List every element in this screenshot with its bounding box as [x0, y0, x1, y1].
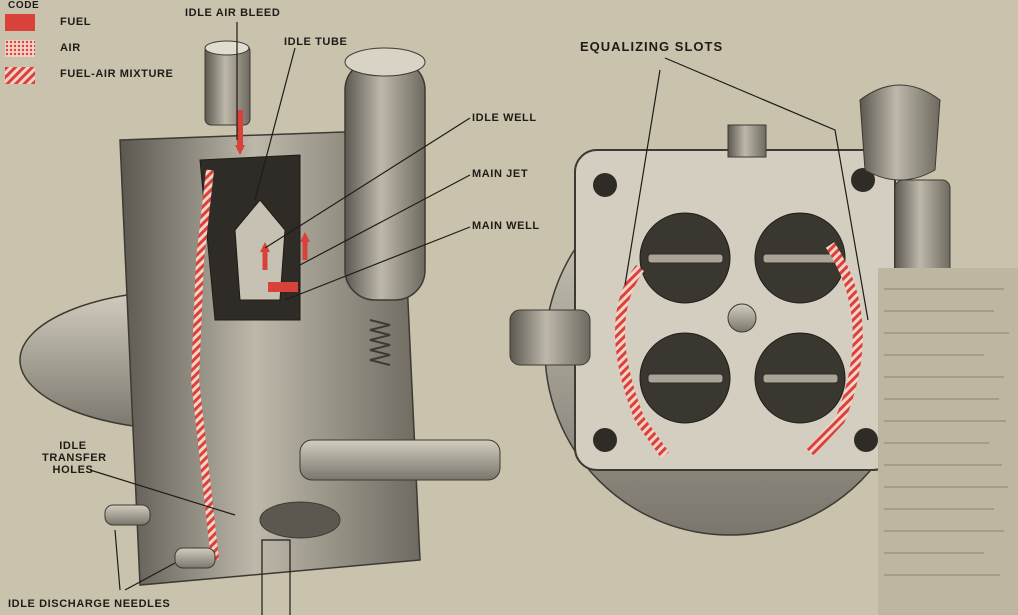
accelerator-pump	[859, 84, 941, 181]
mixture-passage	[190, 169, 219, 561]
center-screw	[727, 303, 757, 333]
equalizing-slots-label: EQUALIZING SLOTS	[580, 39, 724, 54]
idle-air-bleed-label: IDLE AIR BLEED	[185, 7, 281, 19]
spring	[369, 319, 391, 366]
idle-discharge-needle-2	[174, 547, 216, 569]
idle-discharge-needle-1	[104, 504, 151, 526]
leader-equalizing-right	[664, 57, 869, 321]
bolt-hole	[851, 168, 875, 192]
legend-fuel-label: FUEL	[60, 16, 92, 28]
legend-title: CODE	[8, 0, 40, 11]
idle-tube-label: IDLE TUBE	[284, 36, 348, 48]
leader-lines	[89, 22, 869, 615]
main-well-label: MAIN WELL	[472, 220, 540, 232]
leader-discharge-needle-2	[124, 562, 176, 591]
equalizing-slot-right	[806, 242, 863, 456]
right-carburetor	[509, 84, 971, 536]
throttle-linkage	[509, 309, 591, 366]
air-swatch	[5, 40, 35, 57]
equalizing-slot-left	[615, 264, 670, 458]
bolt-hole	[854, 428, 878, 452]
leader-idle-transfer-holes	[89, 469, 236, 516]
throttle-shaft	[299, 439, 501, 481]
leader-idle-tube	[254, 47, 296, 201]
left-carburetor	[19, 40, 501, 586]
legend-air-label: AIR	[60, 42, 81, 54]
leader-bottom	[261, 539, 291, 615]
bolt-hole	[593, 173, 617, 197]
float-bowl-cover	[344, 59, 426, 301]
leader-main-well	[284, 226, 471, 301]
bolt-hole	[593, 428, 617, 452]
fuel-swatch	[5, 14, 35, 31]
top-fitting	[727, 124, 767, 158]
main-jet-fuel	[268, 282, 298, 292]
fuel-air-mixture-swatch	[5, 67, 35, 84]
leader-main-jet	[299, 174, 471, 266]
venturi	[234, 199, 286, 301]
legend-mixture-label: FUEL-AIR MIXTURE	[60, 68, 174, 80]
idle-discharge-needles-label: IDLE DISCHARGE NEEDLES	[8, 598, 171, 610]
leader-discharge-needle-1	[114, 529, 121, 591]
leader-idle-well	[264, 117, 471, 249]
idle-transfer-holes-label: IDLE TRANSFER HOLES	[42, 440, 107, 476]
throttle-plate	[647, 253, 724, 264]
idle-well-label: IDLE WELL	[472, 112, 537, 124]
page-text-block	[878, 268, 1018, 615]
air-inlet-tube	[204, 44, 251, 126]
leader-equalizing-left	[624, 69, 661, 286]
main-jet-label: MAIN JET	[472, 168, 529, 180]
